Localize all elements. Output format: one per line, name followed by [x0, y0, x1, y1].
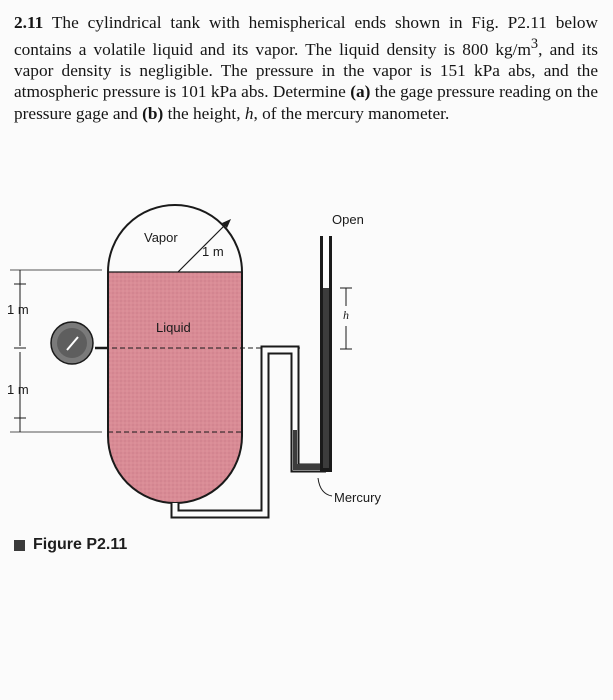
mercury-bottom	[293, 464, 327, 470]
problem-text-part3: , of the mercury manometer.	[253, 103, 450, 123]
radius-line	[177, 221, 229, 273]
part-a-text: the gage pressure reading on the pressur…	[14, 82, 598, 123]
mercury-column	[323, 288, 329, 468]
figure-caption: Figure P2.11	[14, 536, 127, 554]
mercury-left-leg	[293, 430, 297, 470]
liquid-label: Liquid	[156, 320, 191, 335]
liquid-fill	[108, 272, 242, 503]
h-label: h	[343, 308, 349, 322]
h-symbol: h	[244, 103, 254, 123]
upper-dim-label: 1 m	[7, 302, 29, 317]
part-b-tag: (b)	[142, 103, 164, 123]
radius-arrowhead	[222, 219, 231, 228]
density-exponent: 3	[530, 35, 539, 52]
mercury-label: Mercury	[334, 490, 381, 505]
problem-text-part1: The cylindrical tank with hemispherical …	[14, 13, 598, 59]
vapor-label: Vapor	[144, 230, 178, 245]
open-tube-inner	[323, 236, 329, 288]
caption-square-icon	[14, 539, 25, 551]
gage-needle	[66, 336, 79, 351]
problem-statement: 2.11 The cylindrical tank with hemispher…	[14, 12, 598, 124]
part-b-text: the height,	[163, 103, 245, 123]
part-a-tag: (a)	[350, 82, 371, 102]
open-label: Open	[332, 212, 364, 227]
caption-text: Figure P2.11	[33, 536, 128, 553]
radius-label: 1 m	[202, 244, 224, 259]
problem-number: 2.11	[14, 13, 44, 32]
lower-dim-label: 1 m	[7, 382, 29, 397]
tank-outline	[107, 204, 243, 504]
problem-text-part2: , and its vapor density is negligible. T…	[14, 39, 598, 102]
mercury-leader	[317, 477, 333, 497]
